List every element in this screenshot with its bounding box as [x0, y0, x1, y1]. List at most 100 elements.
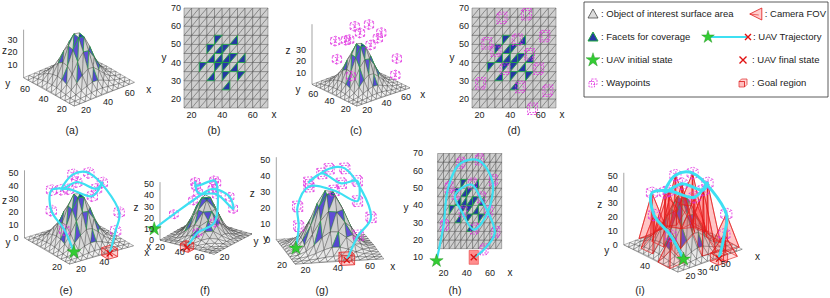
surface-facet: [207, 8, 215, 17]
surface-facet: [480, 99, 488, 108]
surface-facet: [449, 214, 455, 223]
surface-facet: [253, 99, 261, 108]
axis-line: [23, 30, 24, 78]
surface-facet: [184, 81, 192, 90]
surface-facet: [207, 63, 215, 72]
surface-facet: [215, 8, 223, 17]
surface-facet: [184, 99, 192, 108]
surface-facet: [230, 81, 238, 90]
surface-facet: [199, 17, 207, 26]
axis-line: [276, 157, 277, 239]
surface-facet: [449, 205, 455, 214]
surface-facet: [473, 240, 479, 249]
surface-facet: [207, 35, 215, 44]
end-marker: [107, 250, 113, 256]
surface-facet: [487, 26, 495, 35]
surface-facet: [366, 254, 374, 257]
surface-facet: [260, 90, 268, 99]
surface-facet: [215, 90, 223, 99]
uav-trajectory: [49, 172, 119, 254]
surface-facet: [455, 240, 461, 249]
waypoint-cube: [331, 36, 340, 46]
surface-facet: [207, 99, 215, 108]
surface-facet: [238, 35, 246, 44]
surface-facet: [122, 245, 128, 249]
surface-facet: [533, 17, 541, 26]
surface-facet: [518, 8, 526, 17]
surface-facet: [260, 44, 268, 53]
surface-facet: [253, 26, 261, 35]
surface-facet: [461, 231, 467, 240]
surface-facet: [510, 90, 518, 99]
surface-facet: [253, 63, 261, 72]
surface-facet: [245, 35, 253, 44]
surface-facet: [473, 205, 479, 214]
surface-facet: [473, 231, 479, 240]
surface-facet: [215, 17, 223, 26]
surface-facet: [467, 240, 473, 249]
surface-facet: [487, 17, 495, 26]
surface-facet: [495, 44, 503, 53]
surface-facet: [461, 171, 467, 180]
surface-facet: [472, 44, 480, 53]
surface-facet: [357, 102, 362, 106]
surface-facet: [245, 99, 253, 108]
surface-facet: [495, 99, 503, 108]
surface-facet: [206, 238, 214, 244]
surface-facet: [484, 179, 490, 188]
surface-facet: [230, 72, 238, 81]
surface-facet: [192, 44, 200, 53]
surface-facet: [478, 205, 484, 214]
surface-facet: [260, 54, 268, 63]
surface-facet: [238, 17, 246, 26]
surface-facet: [192, 17, 200, 26]
surface-facet: [533, 90, 541, 99]
surface-facet: [192, 26, 200, 35]
surface-facet: [215, 26, 223, 35]
surface-facet: [260, 35, 268, 44]
surface-facet: [111, 72, 117, 76]
surface-facet: [541, 72, 549, 81]
surface-facet: [222, 17, 230, 26]
surface-facet: [99, 70, 105, 80]
surface-facet: [503, 26, 511, 35]
surface-facet: [238, 44, 246, 53]
surface-facet: [518, 99, 526, 108]
surface-facet: [215, 72, 223, 81]
surface-facet: [253, 81, 261, 90]
surface-facet: [199, 63, 207, 72]
surface-facet: [207, 8, 215, 17]
surface-facet: [245, 8, 253, 17]
surface-facet: [510, 63, 518, 72]
surface-facet: [245, 63, 253, 72]
surface-facet: [548, 17, 556, 26]
surface-facet: [207, 44, 215, 53]
waypoint-cube: [391, 70, 400, 80]
surface-facet: [518, 63, 526, 72]
surface-facet: [211, 243, 219, 247]
surface-facet: [238, 81, 246, 90]
surface-facet: [230, 63, 238, 72]
waypoint-cube: [341, 35, 350, 45]
surface-facet: [526, 90, 534, 99]
surface-facet: [541, 54, 549, 63]
surface-facet: [496, 205, 502, 214]
surface-facet: [487, 54, 495, 63]
surface-facet: [495, 35, 503, 44]
surface-facet: [541, 8, 549, 17]
surface-facet: [461, 223, 467, 232]
surface-facet: [526, 63, 534, 72]
surface-facet: [199, 26, 207, 35]
surface-facet: [230, 81, 238, 90]
panel-plot: [25, 167, 134, 264]
surface-facet: [222, 99, 230, 108]
surface-facet: [199, 44, 207, 53]
surface-facet: [518, 17, 526, 26]
surface-facet: [480, 99, 488, 108]
surface-facet: [533, 90, 541, 99]
surface-facet: [192, 90, 200, 99]
waypoint-cube: [540, 30, 550, 41]
surface-facet: [245, 81, 253, 90]
surface-facet: [230, 54, 238, 63]
surface-facet: [455, 171, 461, 180]
